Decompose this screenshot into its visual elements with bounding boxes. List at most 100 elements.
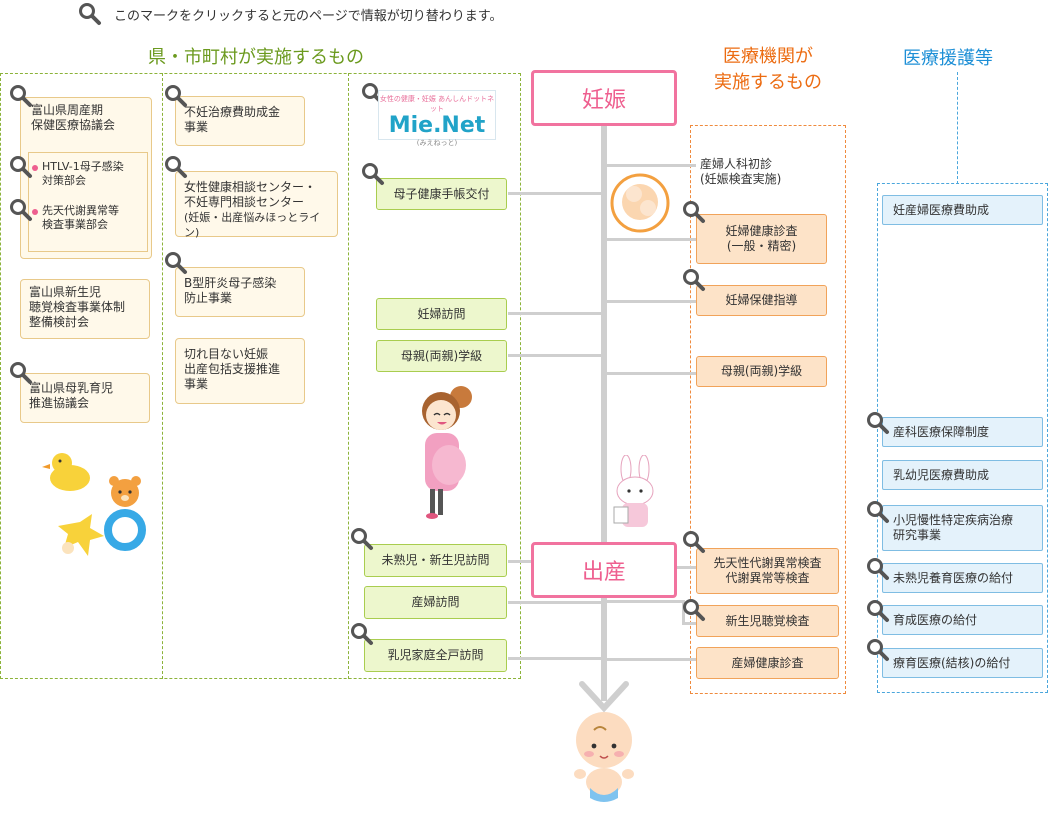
postpartum-checkup: 産婦健康診査 — [696, 647, 839, 679]
pregnancy-checkup[interactable]: 妊婦健康診査 (一般・精密) — [696, 214, 827, 264]
women-health-center[interactable]: 女性健康相談センター・ 不妊専門相談センター (妊娠・出産悩みほっとライン) — [175, 171, 338, 239]
perinatal-council-title-line2: 保健医療協議会 — [31, 118, 116, 132]
search-icon[interactable] — [9, 361, 33, 385]
first-obgyn-visit: 産婦人科初診 (妊娠検査実施) — [700, 157, 781, 187]
search-icon[interactable] — [866, 411, 890, 435]
pregnancy-node: 妊娠 — [531, 70, 677, 126]
search-icon[interactable] — [866, 557, 890, 581]
premature-care-benefit[interactable]: 未熟児養育医療の給付 — [882, 563, 1043, 593]
congenital-metabolic-test[interactable]: 先天性代謝異常検査 代謝異常等検査 — [696, 548, 839, 594]
toys-illustration — [42, 453, 146, 556]
search-icon[interactable] — [682, 200, 706, 224]
search-icon[interactable] — [9, 198, 33, 222]
chronic-disease-line1: 小児慢性特定疾病治療 — [893, 513, 1014, 527]
search-icon[interactable] — [350, 622, 374, 646]
seamless-support-line3: 事業 — [184, 377, 209, 391]
premature-newborn-visit[interactable]: 未熟児・新生児訪問 — [364, 544, 507, 577]
breastfeeding-council-line1: 富山県母乳育児 — [29, 381, 114, 395]
women-health-center-line2: 不妊専門相談センター — [184, 195, 305, 209]
search-icon[interactable] — [682, 530, 706, 554]
search-icon — [78, 2, 101, 25]
perinatal-subcommittee-box — [28, 152, 148, 252]
perinatal-medical-subsidy-label: 妊産婦医療費助成 — [893, 202, 990, 217]
congenital-test-line1: 先天性代謝異常検査 — [713, 556, 822, 570]
bullet-dot — [32, 165, 38, 171]
search-icon[interactable] — [361, 162, 385, 186]
tb-care-benefit[interactable]: 療育医療(結核)の給付 — [882, 648, 1043, 678]
connector — [604, 372, 696, 375]
connector — [604, 164, 696, 167]
seamless-support: 切れ目ない妊娠 出産包括支援推進 事業 — [175, 338, 305, 404]
mienet-logo-tagline: 女性の健康・妊娠 あんしんドットネット — [379, 95, 495, 113]
section-title-medical-line1: 医療機関が — [723, 46, 813, 67]
pregnancy-guidance[interactable]: 妊婦保健指導 — [696, 285, 827, 316]
search-icon[interactable] — [350, 527, 374, 551]
connector — [508, 601, 604, 604]
connector — [508, 657, 604, 660]
section-title-support: 医療援護等 — [903, 48, 993, 69]
search-icon[interactable] — [866, 500, 890, 524]
metabolic-subcommittee-line1: 先天代謝異常等 — [42, 204, 119, 217]
htlv-subcommittee-line1: HTLV-1母子感染 — [42, 160, 124, 173]
postpartum-checkup-label: 産婦健康診査 — [731, 655, 804, 670]
support-container — [877, 183, 1048, 693]
search-icon[interactable] — [682, 268, 706, 292]
hepb-prevention[interactable]: B型肝炎母子感染 防止事業 — [175, 267, 305, 317]
chronic-disease-program[interactable]: 小児慢性特定疾病治療 研究事業 — [882, 505, 1043, 551]
first-visit-line2: (妊娠検査実施) — [700, 172, 782, 186]
obstetric-compensation[interactable]: 産科医療保障制度 — [882, 417, 1043, 447]
maternal-handbook[interactable]: 母子健康手帳交付 — [376, 178, 507, 210]
medical-container — [690, 125, 846, 694]
seamless-support-line2: 出産包括支援推進 — [184, 362, 281, 376]
baby-illustration — [574, 712, 634, 802]
search-icon[interactable] — [682, 598, 706, 622]
search-icon[interactable] — [866, 599, 890, 623]
hearing-screening-council: 富山県新生児 聴覚検査事業体制 整備検討会 — [20, 279, 150, 339]
pregnancy-checkup-line2: (一般・精密) — [726, 239, 797, 253]
infertility-subsidy-line2: 事業 — [184, 120, 209, 134]
section-title-medical-line2: 実施するもの — [714, 72, 822, 93]
metabolic-subcommittee[interactable]: 先天代謝異常等 検査事業部会 — [42, 204, 119, 232]
timeline-line — [601, 126, 607, 701]
perinatal-council-title: 富山県周産期 保健医療協議会 — [29, 103, 143, 133]
first-visit-line1: 産婦人科初診 — [700, 157, 773, 171]
breastfeeding-council[interactable]: 富山県母乳育児 推進協議会 — [20, 373, 150, 423]
connector — [682, 622, 696, 625]
infertility-subsidy[interactable]: 不妊治療費助成金 事業 — [175, 96, 305, 146]
bullet-dot — [32, 209, 38, 215]
infant-home-visit[interactable]: 乳児家庭全戸訪問 — [364, 639, 507, 672]
mienet-logo[interactable]: 女性の健康・妊娠 あんしんドットネット Mie.Net (みえねっと) — [378, 90, 496, 147]
search-icon[interactable] — [9, 155, 33, 179]
timeline-arrow-icon — [579, 681, 629, 712]
obstetric-compensation-label: 産科医療保障制度 — [893, 424, 990, 439]
hearing-council-line1: 富山県新生児 — [29, 285, 102, 299]
section-title-medical: 医療機関が 実施するもの — [690, 44, 846, 96]
hearing-council-line2: 聴覚検査事業体制 — [29, 300, 126, 314]
support-connector — [957, 72, 958, 184]
newborn-hearing-test-label: 新生児聴覚検査 — [725, 613, 810, 628]
infant-medical-subsidy: 乳幼児医療費助成 — [882, 460, 1043, 490]
connector — [604, 300, 696, 303]
perinatal-council-title-line1: 富山県周産期 — [31, 103, 104, 117]
search-icon[interactable] — [164, 155, 188, 179]
premature-care-benefit-label: 未熟児養育医療の給付 — [893, 570, 1014, 585]
women-health-center-line1: 女性健康相談センター・ — [184, 180, 317, 194]
hearing-council-line3: 整備検討会 — [29, 315, 90, 329]
search-icon[interactable] — [164, 251, 188, 275]
htlv-subcommittee[interactable]: HTLV-1母子感染 対策部会 — [42, 160, 124, 188]
mienet-logo-subtitle: (みえねっと) — [416, 139, 458, 147]
connector — [604, 600, 684, 603]
rehabilitation-care-benefit[interactable]: 育成医療の給付 — [882, 605, 1043, 635]
connector — [682, 600, 685, 624]
connector — [604, 658, 696, 661]
chronic-disease-line2: 研究事業 — [893, 528, 942, 542]
newborn-hearing-test[interactable]: 新生児聴覚検査 — [696, 605, 839, 637]
parent-class-muni: 母親(両親)学級 — [376, 340, 507, 372]
search-icon[interactable] — [164, 84, 188, 108]
search-icon[interactable] — [866, 638, 890, 662]
birth-node: 出産 — [531, 542, 677, 598]
search-icon[interactable] — [9, 84, 33, 108]
connector — [508, 192, 604, 195]
pregnant-woman-illustration — [422, 386, 472, 519]
pregnancy-guidance-label: 妊婦保健指導 — [725, 293, 798, 307]
